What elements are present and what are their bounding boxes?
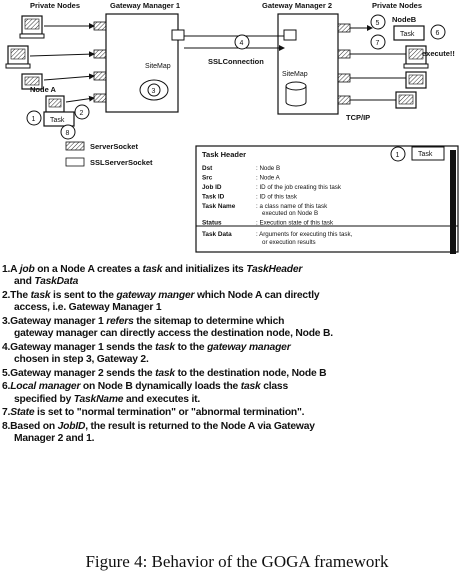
step-item: 5.Gateway manager 2 sends the task to th… [2, 367, 327, 379]
step-marker: 3 [147, 83, 161, 97]
task-header-value: : Node A [256, 175, 281, 182]
task-node-a-label: Task [50, 117, 65, 124]
ssl-server-socket-icon [283, 29, 297, 41]
step-marker: 7 [370, 34, 386, 50]
server-socket-icon [337, 23, 351, 105]
task-header-key: Src [202, 175, 213, 182]
task-header-value: : a class name of this task [256, 203, 328, 210]
step-item: 8.Based on JobID, the result is returned… [2, 420, 315, 445]
svg-text:8: 8 [66, 130, 70, 137]
task-header-key: Task ID [202, 194, 225, 201]
svg-text:4: 4 [240, 40, 244, 47]
step-item: 1.A job on a Node A creates a task and i… [2, 264, 303, 288]
step-item: 3.Gateway manager 1 refers the sitemap t… [2, 315, 333, 340]
label-tcp-ip: TCP/IP [346, 113, 370, 122]
sitemap-database-icon [285, 81, 307, 107]
computer-icon [395, 91, 417, 109]
goga-diagram: Private Nodes Gateway Manager 1 Gateway … [5, 1, 459, 254]
task-header-value: : Execution state of this task [256, 220, 334, 227]
step-item: 2.The task is sent to the gateway manger… [2, 289, 320, 314]
server-socket-icon [93, 21, 107, 103]
ssl-server-socket-icon [171, 29, 185, 41]
steps-list: 1.A job on a Node A creates a task and i… [2, 264, 472, 447]
legend-server-socket-swatch [65, 141, 85, 151]
step-marker: 2 [74, 104, 90, 120]
task-data-value: : Arguments for executing this task, [256, 231, 353, 238]
legend-server-socket-label: ServerSocket [90, 142, 138, 151]
legend-ssl-server-socket-swatch [65, 157, 85, 167]
task-header-title: Task Header [202, 150, 246, 159]
task-header-key: Task Name [202, 203, 236, 210]
step-item: 4.Gateway manager 1 sends the task to th… [2, 341, 291, 365]
label-sitemap-1: SiteMap [145, 63, 171, 70]
label-private-nodes-right: Private Nodes [372, 1, 422, 10]
computer-icon [5, 45, 31, 69]
task-header-marker: 1 [396, 152, 400, 159]
label-gateway-manager-2: Gateway Manager 2 [262, 1, 332, 10]
step-marker: 6 [430, 24, 446, 40]
label-sitemap-2: SiteMap [282, 71, 308, 78]
task-data-key: Task Data [202, 231, 232, 238]
computer-icon [19, 15, 45, 39]
task-header-badge: Task [418, 151, 433, 158]
step-marker: 4 [234, 34, 250, 50]
step-marker: 5 [370, 14, 386, 30]
task-data-value: or execution results [262, 239, 316, 246]
task-header-key: Dst [202, 165, 213, 172]
computer-icon [21, 73, 43, 90]
label-node-b: NodeB [392, 15, 417, 24]
computer-icon [403, 45, 429, 69]
task-header-value: executed on Node B [262, 210, 318, 217]
svg-text:1: 1 [32, 116, 36, 123]
task-header-value: : ID of the job creating this task [256, 184, 342, 191]
label-node-a: Node A [30, 85, 57, 94]
task-header-panel: Task Header 1 Task [195, 145, 459, 254]
task-node-b-label: Task [400, 31, 415, 38]
label-ssl-connection: SSLConnection [208, 57, 264, 66]
svg-text:3: 3 [152, 88, 156, 95]
svg-text:5: 5 [376, 20, 380, 27]
task-header-value: : ID of this task [256, 194, 298, 201]
label-private-nodes-left: Private Nodes [30, 1, 80, 10]
legend-ssl-server-socket-label: SSLServerSocket [90, 158, 153, 167]
svg-text:6: 6 [436, 30, 440, 37]
task-header-key: Status [202, 220, 222, 227]
task-header-value: : Node B [256, 165, 280, 172]
computer-icon [405, 71, 427, 89]
svg-text:7: 7 [376, 40, 380, 47]
step-marker: 1 [26, 110, 42, 126]
task-node-b-box [393, 25, 425, 41]
label-execute: execute!! [422, 49, 455, 58]
figure-caption: Figure 4: Behavior of the GOGA framework [85, 552, 389, 571]
task-node-a-box [43, 111, 75, 127]
label-gateway-manager-1: Gateway Manager 1 [110, 1, 180, 10]
step-item: 6.Local manager on Node B dynamically lo… [2, 381, 288, 405]
svg-text:2: 2 [80, 110, 84, 117]
step-marker: 8 [60, 124, 76, 140]
task-header-key: Job ID [202, 184, 222, 191]
computer-icon [45, 95, 65, 113]
step-item: 7.State is set to "normal termination" o… [2, 407, 305, 419]
